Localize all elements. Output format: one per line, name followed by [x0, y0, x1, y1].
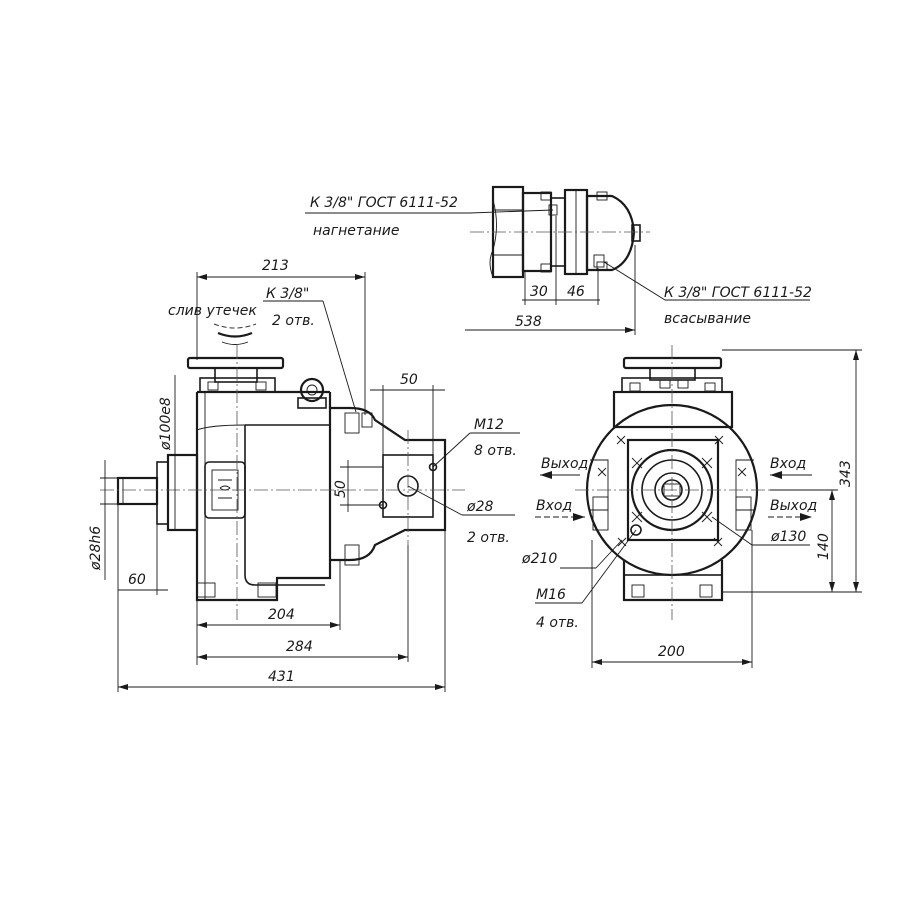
dim-140: 140 — [816, 533, 832, 560]
dim-60: 60 — [128, 572, 146, 588]
drive-shaft — [116, 476, 159, 506]
lifting-eye — [299, 377, 325, 403]
suction-port-label: К 3/8" ГОСТ 6111-52 — [664, 285, 812, 301]
mounting-flange — [166, 453, 199, 532]
front-handwheel — [622, 356, 723, 370]
pressure-port-note: нагнетание — [313, 223, 399, 239]
dim-431: 431 — [268, 669, 295, 685]
dim-284: 284 — [286, 639, 313, 655]
d100-label: ø100е8 — [158, 397, 174, 451]
m12-count: 8 отв. — [474, 443, 517, 459]
d28-label: ø28 — [466, 499, 493, 515]
drain-port-hatch — [344, 412, 360, 434]
handwheel — [186, 356, 285, 370]
k38-label: К 3/8" — [266, 286, 309, 302]
suction-port-hatch — [593, 254, 605, 268]
d28h6-label: ø28h6 — [88, 526, 104, 571]
inlet-right-label: Вход — [770, 456, 806, 472]
dim-50-side: 50 — [333, 480, 349, 498]
dim-200: 200 — [658, 644, 685, 660]
suction-port-note: всасывание — [664, 311, 751, 327]
m16-label: М16 — [536, 587, 566, 603]
pump-housing — [195, 392, 447, 602]
side-view: 213 К 3/8" 2 отв. слив утечек 50 М12 8 о… — [88, 258, 520, 692]
drain-label: слив утечек — [168, 303, 257, 319]
m16-count: 4 отв. — [536, 615, 579, 631]
outlet-left-label: Выход — [541, 456, 588, 472]
dim-30: 30 — [530, 284, 548, 300]
top-partial-view: К 3/8" ГОСТ 6111-52 нагнетание К 3/8" ГО… — [305, 185, 812, 335]
k38-count: 2 отв. — [272, 313, 315, 329]
d210-label: ø210 — [521, 551, 557, 567]
dim-50-top: 50 — [400, 372, 418, 388]
dim-343: 343 — [838, 460, 854, 487]
dim-46: 46 — [567, 284, 585, 300]
dim-204: 204 — [268, 607, 295, 623]
d130-label: ø130 — [770, 529, 806, 545]
m12-label: М12 — [474, 417, 504, 433]
d28-count: 2 отв. — [467, 530, 510, 546]
outlet-right-label: Выход — [770, 498, 817, 514]
dim-213: 213 — [262, 258, 289, 274]
inlet-left-label: Вход — [536, 498, 572, 514]
dim-538: 538 — [515, 314, 542, 330]
front-view: Выход Вход Вход Выход ø210 М16 4 отв. ø1… — [521, 345, 862, 668]
pressure-port-label: К 3/8" ГОСТ 6111-52 — [310, 195, 458, 211]
